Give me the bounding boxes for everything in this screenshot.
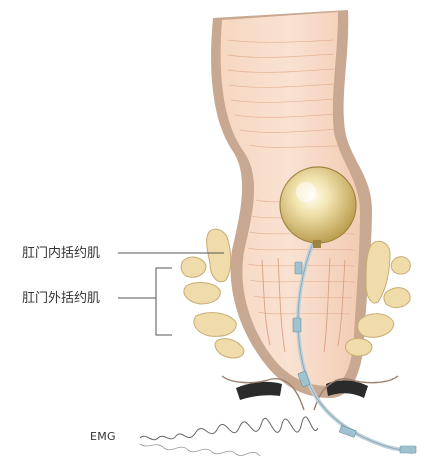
balloon-highlight [296, 182, 316, 202]
pelvic-bones-left [180, 228, 245, 359]
sphincter-band-left [236, 381, 282, 400]
catheter-markers [292, 261, 417, 454]
balloon-neck [313, 240, 321, 248]
emg-trace-lower [139, 443, 261, 457]
emg-trace [139, 416, 319, 441]
external-sphincter-label: 肛门外括约肌 [22, 291, 101, 306]
perianal-skin-left [221, 375, 305, 411]
emg-label: EMG [90, 430, 116, 443]
sphincter-band-right [326, 380, 368, 398]
leader-external [118, 267, 172, 336]
internal-sphincter-label: 肛门内括约肌 [22, 246, 101, 261]
pelvic-bones-right [345, 240, 411, 357]
anal-columns [261, 257, 346, 353]
rectal-balloon [279, 166, 357, 244]
